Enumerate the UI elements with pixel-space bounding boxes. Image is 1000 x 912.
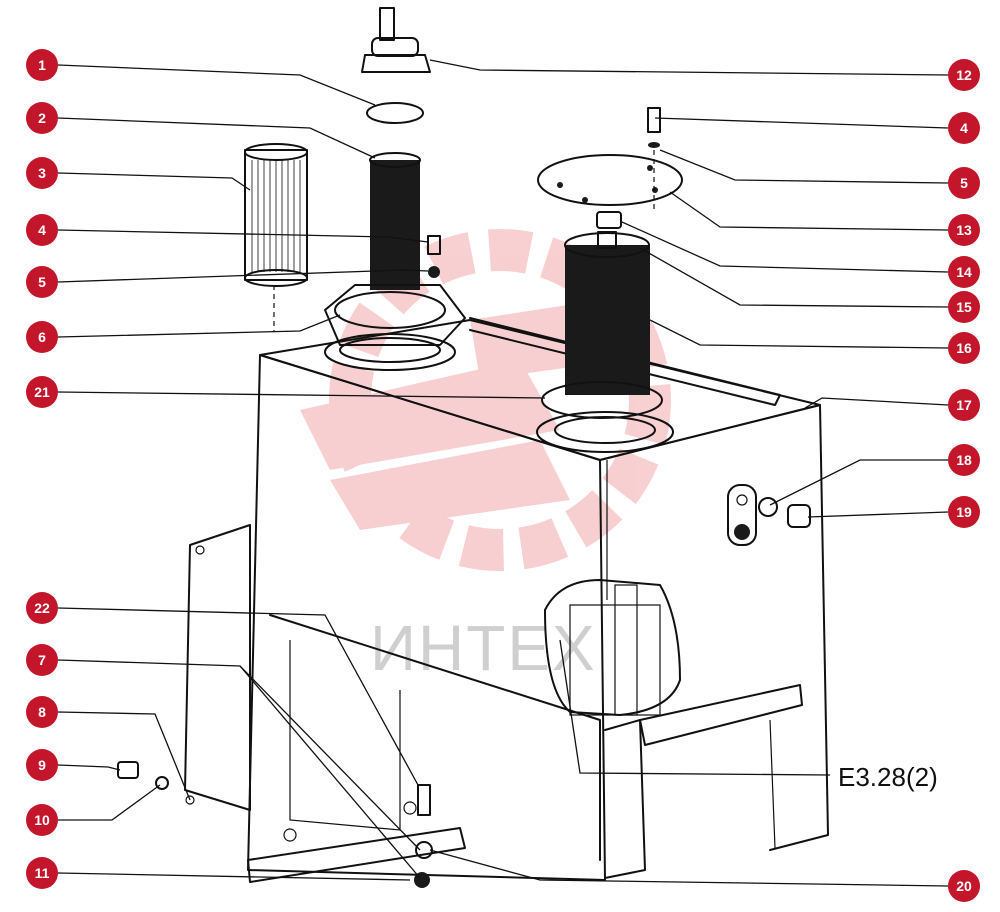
callout-9: 9 (26, 749, 58, 781)
right-filter-assembly (536, 107, 683, 600)
callout-21: 21 (26, 376, 58, 408)
callout-3: 3 (26, 157, 58, 189)
callout-5-right: 5 (948, 167, 980, 199)
callout-15: 15 (948, 291, 980, 323)
callout-2: 2 (26, 102, 58, 134)
lower-small-parts (117, 761, 433, 888)
svg-text:17: 17 (956, 397, 972, 413)
callout-13: 13 (948, 214, 980, 246)
callout-6: 6 (26, 321, 58, 353)
svg-text:12: 12 (956, 67, 972, 83)
svg-text:2: 2 (38, 110, 46, 126)
svg-text:15: 15 (956, 299, 972, 315)
svg-text:5: 5 (960, 175, 968, 191)
svg-text:5: 5 (38, 274, 46, 290)
callout-11: 11 (26, 857, 58, 889)
svg-text:7: 7 (38, 652, 46, 668)
left-filter-assembly (244, 7, 466, 371)
svg-text:21: 21 (34, 384, 50, 400)
svg-text:10: 10 (34, 812, 50, 828)
svg-text:22: 22 (34, 600, 50, 616)
callout-17: 17 (948, 389, 980, 421)
callout-18: 18 (948, 444, 980, 476)
svg-text:19: 19 (956, 504, 972, 520)
svg-text:11: 11 (35, 865, 50, 881)
svg-text:13: 13 (956, 222, 972, 238)
callout-4-left: 4 (26, 214, 58, 246)
reference-code: E3.28(2) (838, 762, 938, 792)
svg-text:9: 9 (38, 757, 46, 773)
svg-text:20: 20 (956, 878, 972, 894)
callout-10: 10 (26, 804, 58, 836)
callout-14: 14 (948, 256, 980, 288)
callout-4-right: 4 (948, 112, 980, 144)
svg-text:6: 6 (38, 329, 46, 345)
callout-12: 12 (948, 59, 980, 91)
svg-text:18: 18 (956, 452, 972, 468)
svg-text:1: 1 (38, 57, 46, 73)
callout-16: 16 (948, 332, 980, 364)
svg-text:14: 14 (956, 264, 972, 280)
svg-text:4: 4 (38, 222, 46, 238)
watermark-text: ИНТЕХ (370, 612, 597, 684)
callout-5-left: 5 (26, 266, 58, 298)
svg-text:8: 8 (38, 704, 46, 720)
leader-lines (57, 59, 949, 887)
callout-7: 7 (26, 644, 58, 676)
svg-text:3: 3 (38, 165, 46, 181)
callout-20: 20 (948, 870, 980, 902)
callout-badges: 1 2 3 4 5 6 21 22 7 8 9 10 11 12 4 5 13 … (26, 49, 980, 902)
svg-text:16: 16 (956, 340, 972, 356)
callout-22: 22 (26, 592, 58, 624)
callout-1: 1 (26, 49, 58, 81)
callout-8: 8 (26, 696, 58, 728)
svg-text:4: 4 (960, 120, 968, 136)
callout-19: 19 (948, 496, 980, 528)
